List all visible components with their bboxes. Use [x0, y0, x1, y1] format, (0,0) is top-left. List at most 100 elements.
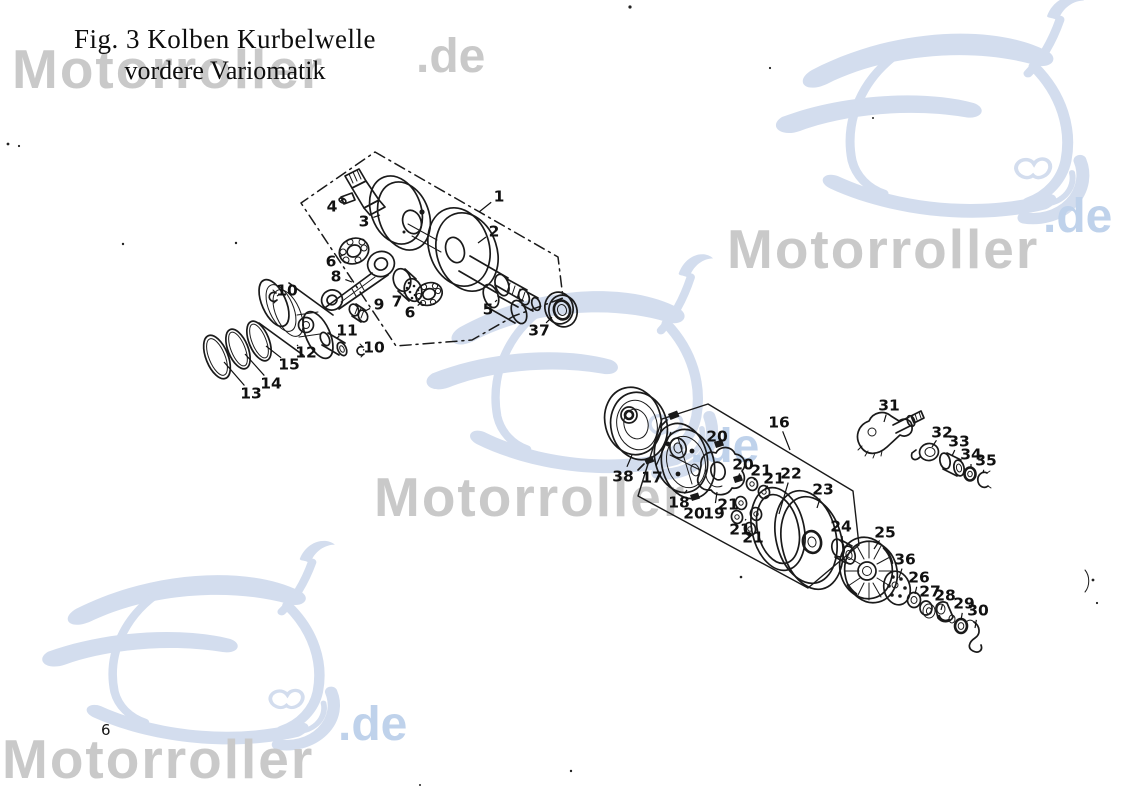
figure-title: Fig. 3 Kolben Kurbelwelle vordere Variom… [60, 24, 390, 86]
scan-speck [739, 575, 743, 579]
watermark-tld-bottom-left: .de [338, 698, 407, 751]
leader-line [744, 518, 747, 521]
leader-line [494, 299, 498, 303]
part-label-36: 36 [894, 551, 916, 569]
part-label-21: 21 [763, 470, 785, 488]
part-label-21: 21 [742, 529, 764, 547]
slider-20-a [714, 439, 724, 448]
part-label-10: 10 [363, 339, 385, 357]
scooter-logo-top-right [776, 0, 1084, 219]
spacer-28 [935, 601, 956, 624]
part-label-8: 8 [331, 268, 342, 286]
crank-web-right [407, 206, 499, 293]
scan-speck [569, 769, 573, 773]
starter-plate-38 [603, 386, 669, 461]
leader-line [737, 473, 741, 479]
leader-line [545, 316, 553, 324]
bolt-17-a [659, 410, 680, 428]
rollers-21 [730, 476, 771, 537]
pulley-half-22 [750, 486, 806, 572]
leader-line [244, 353, 265, 376]
leader-line [296, 344, 299, 347]
leader-line [403, 291, 406, 294]
crankshaft-left-stub [344, 168, 386, 216]
piston [258, 278, 334, 360]
spring-32 [910, 442, 940, 462]
part-label-21: 21 [750, 462, 772, 480]
drive-face-25 [838, 536, 899, 604]
part-4-pin [338, 192, 356, 205]
kickstart-pinion-31 [856, 410, 925, 459]
leader-line [373, 214, 381, 219]
hook-clip-30 [965, 619, 983, 653]
leader-line [417, 301, 423, 307]
leader-line [940, 604, 944, 611]
part-label-35: 35 [975, 452, 997, 470]
bushing-33 [938, 452, 966, 477]
leader-line [753, 477, 756, 481]
leader-line [336, 335, 340, 339]
piston-ring-3 [202, 334, 232, 380]
part-label-19: 19 [703, 505, 725, 523]
part-5-spacer [482, 283, 528, 325]
part-label-13: 13 [240, 385, 262, 403]
part-label-17: 17 [641, 469, 663, 487]
part-label-30: 30 [967, 602, 989, 620]
connecting-rod [320, 250, 396, 311]
scan-speck [6, 142, 10, 146]
leader-line [626, 454, 633, 468]
leader-line [764, 485, 769, 490]
part-label-18: 18 [668, 494, 690, 512]
crankshaft-group-outline [300, 151, 564, 347]
part-label-27: 27 [919, 583, 941, 601]
leader-line [951, 449, 956, 457]
scan-artifact-arc [1084, 569, 1090, 593]
watermark-text-top-right: Motorroller [727, 218, 1039, 280]
variomatic-assembly [603, 386, 1090, 653]
part-label-33: 33 [948, 433, 970, 451]
leader-line [883, 414, 887, 423]
scan-specks [6, 5, 1099, 786]
part-label-10: 10 [276, 282, 298, 300]
circlip-35 [976, 470, 992, 489]
part-label-9: 9 [374, 296, 385, 314]
leader-line [974, 619, 977, 629]
scan-speck [1095, 601, 1099, 605]
part-label-2: 2 [489, 223, 500, 241]
oil-seal [544, 291, 578, 328]
part-label-14: 14 [260, 375, 282, 393]
leader-lines [223, 198, 985, 629]
pulley-half-23 [774, 489, 844, 591]
part-label-20: 20 [732, 456, 754, 474]
part-label-31: 31 [878, 397, 900, 415]
leader-line [914, 586, 918, 595]
scan-speck [419, 784, 421, 786]
leader-line [873, 540, 881, 550]
variomatic-group-outline [637, 403, 860, 589]
part-label-5: 5 [483, 301, 494, 319]
piston-ring-1 [245, 320, 273, 362]
scan-speck [768, 66, 772, 70]
part-label-4: 4 [327, 198, 338, 216]
piston-ring-2 [224, 328, 252, 370]
leader-line [982, 469, 985, 474]
leader-line [655, 431, 672, 467]
leader-line [684, 489, 688, 495]
ball-bearing-lower [414, 281, 444, 307]
leader-line [898, 568, 903, 579]
part-label-3: 3 [359, 213, 370, 231]
piston-pin-clip-upper [268, 289, 278, 304]
leader-line [477, 236, 487, 244]
crankshaft-piston-assembly [202, 151, 578, 380]
leader-line [345, 278, 353, 283]
scan-speck [121, 242, 125, 246]
part-label-25: 25 [874, 524, 896, 542]
part-label-7: 7 [392, 293, 403, 311]
leader-line [265, 345, 282, 359]
part-label-21: 21 [729, 521, 751, 539]
leader-line [714, 491, 718, 504]
scan-speck [17, 144, 21, 148]
